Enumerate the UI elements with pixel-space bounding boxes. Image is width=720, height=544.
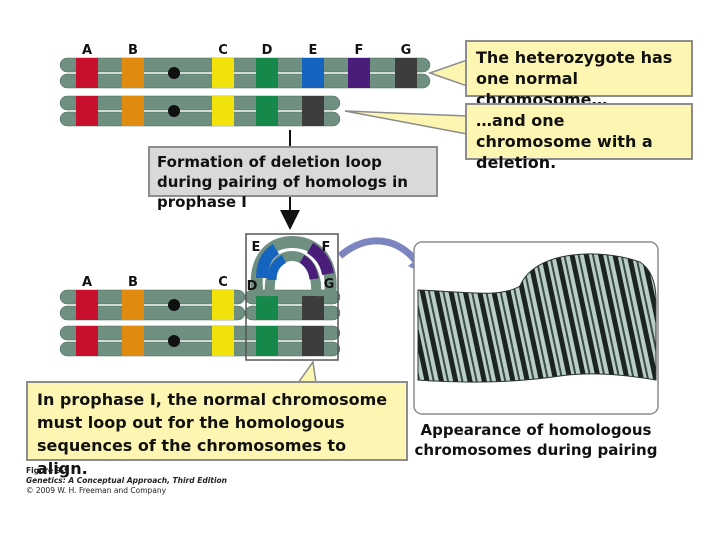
gene-label-b: B — [128, 43, 138, 58]
gene-label-e: E — [309, 43, 318, 58]
callout-deletion-text: …and one chromosome with a deletion. — [476, 111, 653, 172]
micrograph-caption-text: Appearance of homologous chromosomes dur… — [414, 421, 658, 459]
figure-credit: Figure 9-9 Genetics: A Conceptual Approa… — [26, 466, 227, 496]
band-c — [212, 58, 234, 88]
gene-label-c: C — [218, 43, 228, 58]
callout-pointer-normal — [427, 58, 468, 88]
band-g — [302, 96, 324, 126]
band-a — [76, 58, 98, 88]
top-deletion-chromosome-pair — [59, 95, 341, 127]
band-b — [122, 290, 144, 320]
figure-number: Figure 9-9 — [26, 466, 70, 475]
band-d — [256, 58, 278, 88]
chromosome-arm — [59, 57, 431, 73]
band-d — [256, 326, 278, 356]
band-g — [302, 326, 324, 356]
chromosome-arm — [59, 95, 341, 111]
band-a — [76, 290, 98, 320]
formation-label-box: Formation of deletion loop during pairin… — [148, 146, 438, 211]
band-f — [348, 58, 370, 88]
band-a — [76, 326, 98, 356]
centromere — [168, 335, 180, 347]
gene-label-c: C — [218, 275, 228, 290]
paired-chromosome-image — [417, 253, 657, 383]
band-g — [302, 296, 324, 320]
gene-label-a: A — [82, 43, 92, 58]
gene-label-e: E — [252, 240, 261, 255]
callout-normal-chromosome: The heterozygote has one normal chromoso… — [465, 40, 693, 109]
copyright: © 2009 W. H. Freeman and Company — [26, 486, 167, 495]
band-c — [212, 290, 234, 320]
gene-label-g: G — [324, 277, 335, 292]
band-b — [122, 326, 144, 356]
gene-label-g: G — [401, 43, 412, 58]
band-e — [302, 58, 324, 88]
gene-label-f: F — [322, 240, 331, 255]
bottom-gene-labels: A B C D E F G — [82, 240, 334, 294]
bottom-paired-chromosomes — [59, 289, 341, 357]
loop-band-f — [306, 242, 334, 276]
formation-text: Formation of deletion loop during pairin… — [157, 153, 408, 211]
gene-label-d: D — [247, 279, 258, 294]
band-b — [122, 58, 144, 88]
callout-prophase-text: In prophase I, the normal chromosome mus… — [37, 390, 388, 478]
gene-label-a: A — [82, 275, 92, 290]
chromosome-arm — [59, 73, 431, 89]
gene-label-f: F — [355, 43, 364, 58]
centromere — [168, 299, 180, 311]
curved-arrow — [337, 237, 421, 267]
loop-band-e-inner — [267, 254, 287, 281]
callout-pointer-prophase — [296, 360, 317, 384]
band-c — [212, 96, 234, 126]
micrograph-caption: Appearance of homologous chromosomes dur… — [404, 420, 668, 460]
centromere — [168, 67, 180, 79]
band-d — [256, 296, 278, 320]
micrograph-panel — [413, 241, 659, 415]
chromosome-arm — [59, 111, 341, 127]
loop-region-box — [245, 233, 339, 361]
band-b — [122, 96, 144, 126]
band-g — [395, 58, 417, 88]
top-gene-labels: A B C D E F G — [82, 43, 411, 58]
gene-label-b: B — [128, 275, 138, 290]
callout-deletion-chromosome: …and one chromosome with a deletion. — [465, 103, 693, 172]
chromosome-arm — [59, 341, 341, 357]
book-title: Genetics: A Conceptual Approach, Third E… — [26, 476, 227, 485]
callout-pointer-deletion — [344, 110, 468, 135]
gene-label-d: D — [262, 43, 273, 58]
loop-band-e — [256, 243, 280, 279]
band-c — [212, 326, 234, 356]
callout-prophase: In prophase I, the normal chromosome mus… — [26, 381, 408, 478]
centromere — [168, 105, 180, 117]
top-normal-chromosome-pair — [59, 57, 431, 89]
deletion-loop — [245, 233, 339, 361]
chromosome-arm — [59, 325, 341, 341]
band-d — [256, 96, 278, 126]
loop-band-f-inner — [299, 255, 319, 280]
band-a — [76, 96, 98, 126]
